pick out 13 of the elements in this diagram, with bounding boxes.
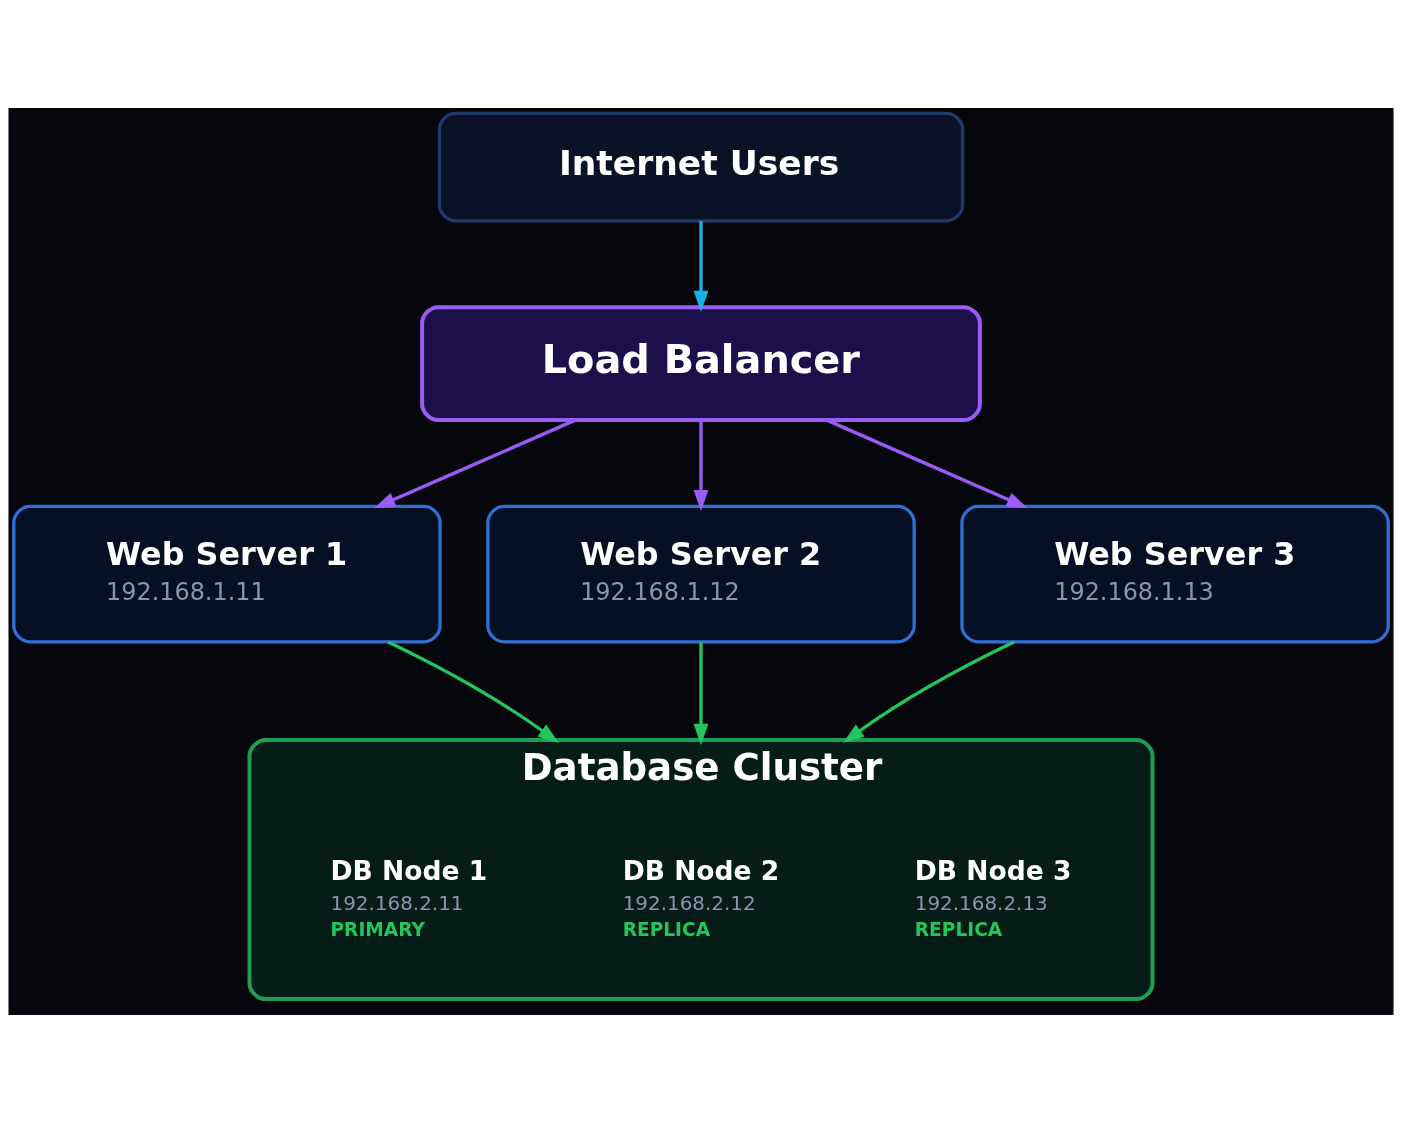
node-box: Load Balancer bbox=[420, 304, 982, 422]
arrow bbox=[843, 639, 1015, 743]
arrow bbox=[387, 639, 559, 743]
node-box: Web Server 3 192.168.1.13 bbox=[960, 504, 1390, 643]
node-box: Internet Users bbox=[437, 111, 965, 223]
arrow bbox=[693, 641, 709, 745]
arrow bbox=[693, 419, 709, 511]
node-box: Web Server 2 192.168.1.12 bbox=[486, 504, 916, 643]
node-text: DB Node 1 192.168.2.11 PRIMARY bbox=[330, 854, 488, 940]
node-text: DB Node 2 192.168.2.12 REPLICA bbox=[622, 854, 780, 940]
arrow bbox=[693, 220, 709, 312]
node-box: Web Server 1 192.168.1.11 bbox=[12, 504, 442, 643]
node-text: DB Node 3 192.168.2.13 REPLICA bbox=[914, 854, 1072, 940]
